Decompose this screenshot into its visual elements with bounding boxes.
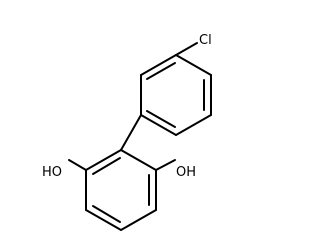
chlorophenyl-ring: [140, 54, 212, 136]
ring-double-bond: [146, 110, 176, 128]
ring-bond: [175, 114, 212, 136]
structure-diagram: Cl HO OH: [42, 33, 212, 231]
ring-bond: [140, 114, 177, 136]
ring-bond: [85, 209, 122, 231]
chlorine-label: Cl: [199, 33, 212, 48]
c-oh-bond-right: [155, 159, 176, 171]
hydroxyl-label-right: OH: [176, 165, 196, 180]
ring-double-bond: [92, 157, 121, 175]
hydroquinone-ring: [85, 149, 157, 231]
ring-bond: [120, 209, 157, 231]
molecule-structure: Cl HO OH: [42, 33, 212, 231]
ring-bond: [140, 54, 177, 76]
ring-double-bond: [146, 62, 176, 80]
ring-bond: [85, 149, 122, 171]
hydroxyl-label-left: HO: [42, 165, 62, 180]
c-cl-bond: [175, 42, 198, 56]
biaryl-bond: [120, 114, 142, 151]
c-oh-bond-left: [68, 159, 87, 171]
ring-bond: [120, 149, 157, 171]
ring-bond: [175, 54, 212, 76]
ring-double-bond: [92, 205, 121, 223]
